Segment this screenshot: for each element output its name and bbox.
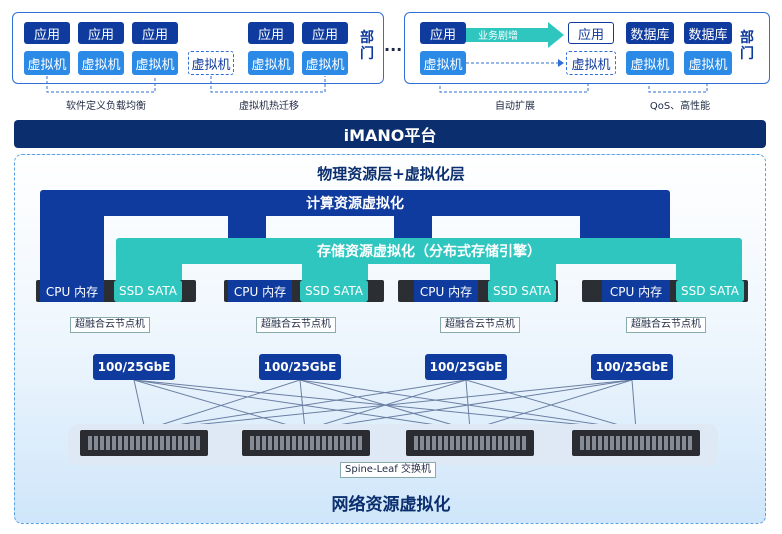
caption-vm-migration: 虚拟机热迁移 — [239, 101, 299, 112]
ssd-sata-label: SSD SATA — [114, 280, 182, 302]
cpu-memory-label: CPU 内存 — [414, 280, 478, 302]
app-box: 应用 — [78, 22, 124, 44]
app-box-new: 应用 — [568, 22, 614, 44]
compute-virtualization-bar: 计算资源虚拟化 — [40, 190, 670, 216]
uplink-100-25gbe: 100/25GbE — [93, 354, 175, 380]
ssd-sata-label: SSD SATA — [676, 280, 744, 302]
spine-leaf-switch — [572, 430, 700, 456]
switch-label: Spine-Leaf 交换机 — [340, 462, 436, 478]
vm-box: 虚拟机 — [78, 51, 124, 75]
vm-box: 虚拟机 — [684, 51, 732, 75]
spine-leaf-switch — [406, 430, 534, 456]
vm-box: 虚拟机 — [420, 51, 466, 75]
caption-load-balance: 软件定义负载均衡 — [66, 101, 146, 112]
app-box: 应用 — [132, 22, 178, 44]
node-label: 超融合云节点机 — [70, 317, 150, 333]
caption-auto-scale: 自动扩展 — [495, 101, 535, 112]
uplink-100-25gbe: 100/25GbE — [591, 354, 673, 380]
node-label: 超融合云节点机 — [626, 317, 706, 333]
physical-layer-title: 物理资源层+虚拟化层 — [317, 165, 465, 183]
vm-box: 虚拟机 — [626, 51, 674, 75]
dept-label: 部门 — [740, 30, 754, 62]
connector-lines-left — [46, 76, 708, 93]
dept-label: 部门 — [360, 30, 374, 62]
node-label: 超融合云节点机 — [440, 317, 520, 333]
storage-leg — [676, 262, 742, 282]
storage-virtualization-bar: 存储资源虚拟化（分布式存储引擎） — [116, 238, 742, 264]
db-box: 数据库 — [684, 22, 732, 44]
storage-leg — [116, 262, 182, 282]
spine-leaf-switch — [80, 430, 208, 456]
caption-qos: QoS、高性能 — [649, 101, 711, 112]
storage-leg — [490, 262, 556, 282]
app-box: 应用 — [24, 22, 70, 44]
network-layer-title: 网络资源虚拟化 — [331, 495, 451, 515]
growth-arrow-label: 业务剧增 — [478, 31, 518, 42]
app-box: 应用 — [302, 22, 348, 44]
db-box: 数据库 — [626, 22, 674, 44]
scale-arrow — [466, 59, 564, 67]
spine-leaf-switch — [242, 430, 370, 456]
floating-vm-box: 虚拟机 — [188, 51, 234, 75]
app-box: 应用 — [248, 22, 294, 44]
vm-box: 虚拟机 — [302, 51, 348, 75]
uplink-100-25gbe: 100/25GbE — [259, 354, 341, 380]
vm-box-new: 虚拟机 — [566, 51, 616, 75]
vm-box: 虚拟机 — [24, 51, 70, 75]
app-box: 应用 — [420, 22, 466, 44]
cpu-memory-label: CPU 内存 — [228, 280, 292, 302]
storage-leg — [302, 262, 368, 282]
platform-bar: iMANO平台 — [14, 120, 766, 148]
ssd-sata-label: SSD SATA — [488, 280, 556, 302]
cpu-memory-label: CPU 内存 — [602, 280, 670, 302]
ssd-sata-label: SSD SATA — [300, 280, 368, 302]
vm-box: 虚拟机 — [248, 51, 294, 75]
growth-arrow — [466, 22, 564, 48]
uplink-100-25gbe: 100/25GbE — [425, 354, 507, 380]
cpu-memory-label: CPU 内存 — [40, 280, 104, 302]
node-label: 超融合云节点机 — [256, 317, 336, 333]
ellipsis: ... — [384, 36, 403, 55]
vm-box: 虚拟机 — [132, 51, 178, 75]
